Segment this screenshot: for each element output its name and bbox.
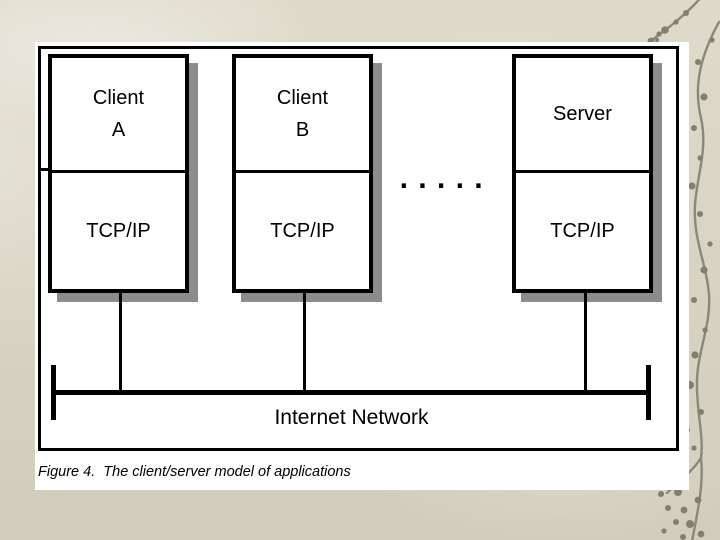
node-client-b: Client B TCP/IP xyxy=(232,54,373,293)
node-client-b-title-line2: B xyxy=(295,119,310,141)
network-label: Internet Network xyxy=(274,406,429,429)
figure-caption: Figure 4. The client/server model of app… xyxy=(38,464,351,480)
node-client-a-title-line2: A xyxy=(111,119,126,141)
connector-client-b xyxy=(303,293,306,395)
bus-terminator-right xyxy=(646,365,651,420)
node-client-b-title: Client B xyxy=(236,58,369,173)
node-client-b-title-line1: Client xyxy=(276,87,329,109)
node-client-b-protocol: TCP/IP xyxy=(236,173,369,289)
connector-server xyxy=(584,293,587,395)
protocol-label: TCP/IP xyxy=(270,219,335,242)
node-server: Server TCP/IP xyxy=(512,54,653,293)
node-client-a-title: Client A xyxy=(52,58,185,173)
node-client-a-protocol: TCP/IP xyxy=(52,173,185,289)
node-client-a-title-line1: Client xyxy=(92,87,145,109)
divider-tick xyxy=(40,168,49,171)
node-server-protocol: TCP/IP xyxy=(516,173,649,289)
bus-terminator-left xyxy=(51,365,56,420)
node-server-title: Server xyxy=(516,58,649,173)
node-server-title-line1: Server xyxy=(553,103,612,125)
network-bus-line xyxy=(53,390,650,395)
connector-client-a xyxy=(119,293,122,395)
figure-panel: Client A TCP/IP Client B TCP/IP Server xyxy=(35,42,689,490)
protocol-label: TCP/IP xyxy=(86,219,151,242)
ellipsis-dots: ..... xyxy=(396,165,490,195)
node-client-a: Client A TCP/IP xyxy=(48,54,189,293)
protocol-label: TCP/IP xyxy=(550,219,615,242)
